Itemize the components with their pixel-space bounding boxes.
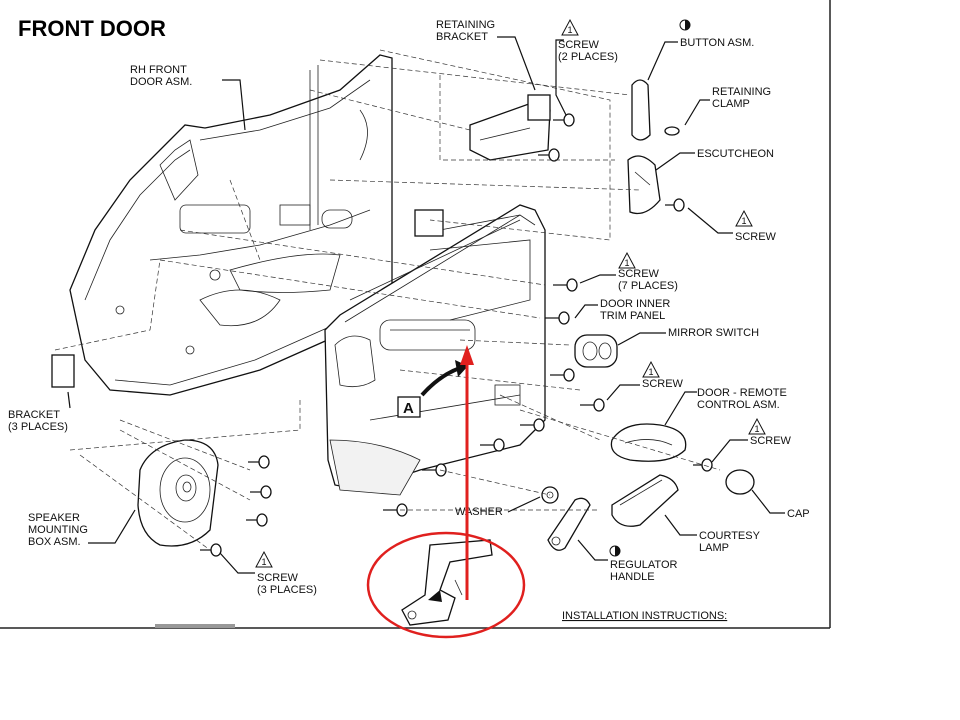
red-annotations [366,345,526,639]
label-screw-escutcheon: SCREW [735,231,777,243]
cap-part [725,469,755,495]
label-screw-7-places: SCREW(7 PLACES) [618,268,678,292]
diagram-title: FRONT DOOR [18,16,166,41]
label-screw-3-places: SCREW(3 PLACES) [257,572,317,596]
svg-text:1: 1 [262,557,267,567]
red-arrow-head [460,345,474,365]
label-mirror-switch: MIRROR SWITCH [668,327,759,339]
bottom-clipped-fragment [155,624,235,628]
retaining-bracket-part [469,94,551,161]
courtesy-lamp-part [611,474,679,527]
guide-lines [54,49,721,551]
label-screw-mirror: SCREW [642,378,684,390]
clip-part [51,209,444,388]
svg-text:1: 1 [625,258,630,268]
svg-text:1: 1 [742,216,747,226]
label-screw-remote: SCREW [750,435,792,447]
red-highlight-circle [366,531,526,639]
screw-parts [200,113,713,557]
svg-text:1: 1 [649,367,654,377]
svg-text:1: 1 [755,424,760,434]
svg-text:1: 1 [568,25,573,35]
button-escutcheon-parts [627,79,680,215]
half-circle-symbols [609,19,691,557]
label-button-asm: BUTTON ASM. [680,37,754,49]
mirror-switch-part [574,334,618,368]
callout-a: A [397,360,468,418]
label-screw-2-places: SCREW(2 PLACES) [558,39,618,63]
installation-instructions-heading: INSTALLATION INSTRUCTIONS: [562,610,727,622]
label-escutcheon: ESCUTCHEON [697,148,774,160]
regulator-handle-part [547,497,591,551]
door-inner-trim-panel [324,204,546,496]
label-washer: WASHER [455,506,503,518]
speaker-part [137,439,219,547]
inset-detail [401,539,493,626]
door-remote-part [610,423,687,462]
label-bracket-3-places: BRACKET(3 PLACES) [8,409,68,433]
leader-lines [67,36,785,574]
label-cap: CAP [787,508,810,520]
warning-triangles: 1 1 1 1 1 1 [255,18,766,568]
door-shell [69,54,393,396]
svg-text:A: A [403,400,414,417]
